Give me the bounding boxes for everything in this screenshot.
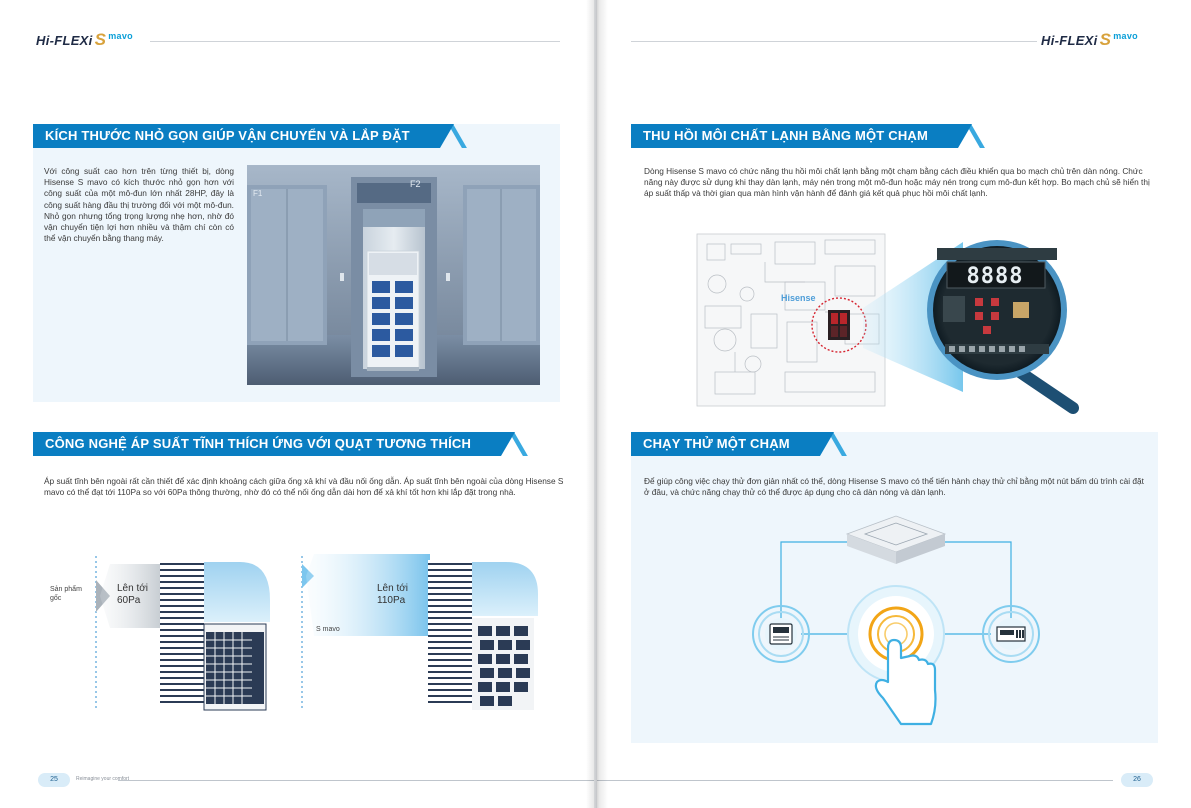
section-body: Dòng Hisense S mavo có chức năng thu hồi… xyxy=(644,166,1150,199)
footer-rule xyxy=(597,780,1113,781)
section-body: Áp suất tĩnh bên ngoài rất cần thiết để … xyxy=(44,476,564,498)
board-display-digits: 8888 xyxy=(967,264,1024,289)
smavo-pressure-value: Lên tới 110Pa xyxy=(377,583,409,606)
header-rule xyxy=(631,41,1037,42)
floor-label-f2: F2 xyxy=(410,179,421,189)
indoor-cassette-icon xyxy=(845,515,947,564)
section-one-touch-test: CHẠY THỬ MỘT CHẠM Để giúp công việc chạy… xyxy=(631,432,1158,743)
section-title: CÔNG NGHỆ ÁP SUẤT TĨNH THÍCH ỨNG VỚI QUẠ… xyxy=(33,432,516,456)
section-title: KÍCH THƯỚC NHỎ GỌN GIÚP VẬN CHUYỂN VÀ LẮ… xyxy=(33,124,454,148)
outdoor-board-icon xyxy=(982,605,1040,663)
touch-button-icon xyxy=(847,585,945,726)
header-rule xyxy=(150,41,560,42)
wired-remote-icon xyxy=(752,605,810,663)
section-title: CHẠY THỬ MỘT CHẠM xyxy=(631,432,834,456)
section-body: Để giúp công việc chạy thử đơn giản nhất… xyxy=(644,476,1144,498)
section-static-pressure: CÔNG NGHỆ ÁP SUẤT TĨNH THÍCH ỨNG VỚI QUẠ… xyxy=(33,432,560,474)
footer-rule xyxy=(118,780,594,781)
floor-label-f1: F1 xyxy=(253,189,263,198)
original-pressure-value: Lên tới 60Pa xyxy=(117,583,149,606)
one-touch-test-diagram xyxy=(752,515,1040,726)
section-body: Với công suất cao hơn trên từng thiết bị… xyxy=(44,166,234,244)
elevator-photo: F1 F2 xyxy=(247,165,540,385)
original-product-label: Sản phẩm gốc xyxy=(50,586,82,602)
elevator-illustration xyxy=(247,165,540,385)
smavo-label: S mavo xyxy=(316,626,340,633)
board-logo: Hisense xyxy=(781,293,816,303)
section-compact-size: KÍCH THƯỚC NHỎ GỌN GIÚP VẬN CHUYỂN VÀ LẮ… xyxy=(33,124,560,402)
page-number: 26 xyxy=(1121,773,1153,787)
circuit-board-illustration: Hisense 8888 xyxy=(696,233,1079,414)
section-title: THU HỒI MÔI CHẤT LẠNH BẰNG MỘT CHẠM xyxy=(631,124,973,148)
page-number: 25 xyxy=(38,773,70,787)
static-pressure-diagram xyxy=(95,554,538,711)
footer-tagline: Reimagine your comfort xyxy=(76,776,130,782)
original-unit-icon xyxy=(160,560,270,711)
smavo-unit-icon xyxy=(428,560,538,710)
section-refrigerant-recovery: THU HỒI MÔI CHẤT LẠNH BẰNG MỘT CHẠM xyxy=(631,124,1158,166)
